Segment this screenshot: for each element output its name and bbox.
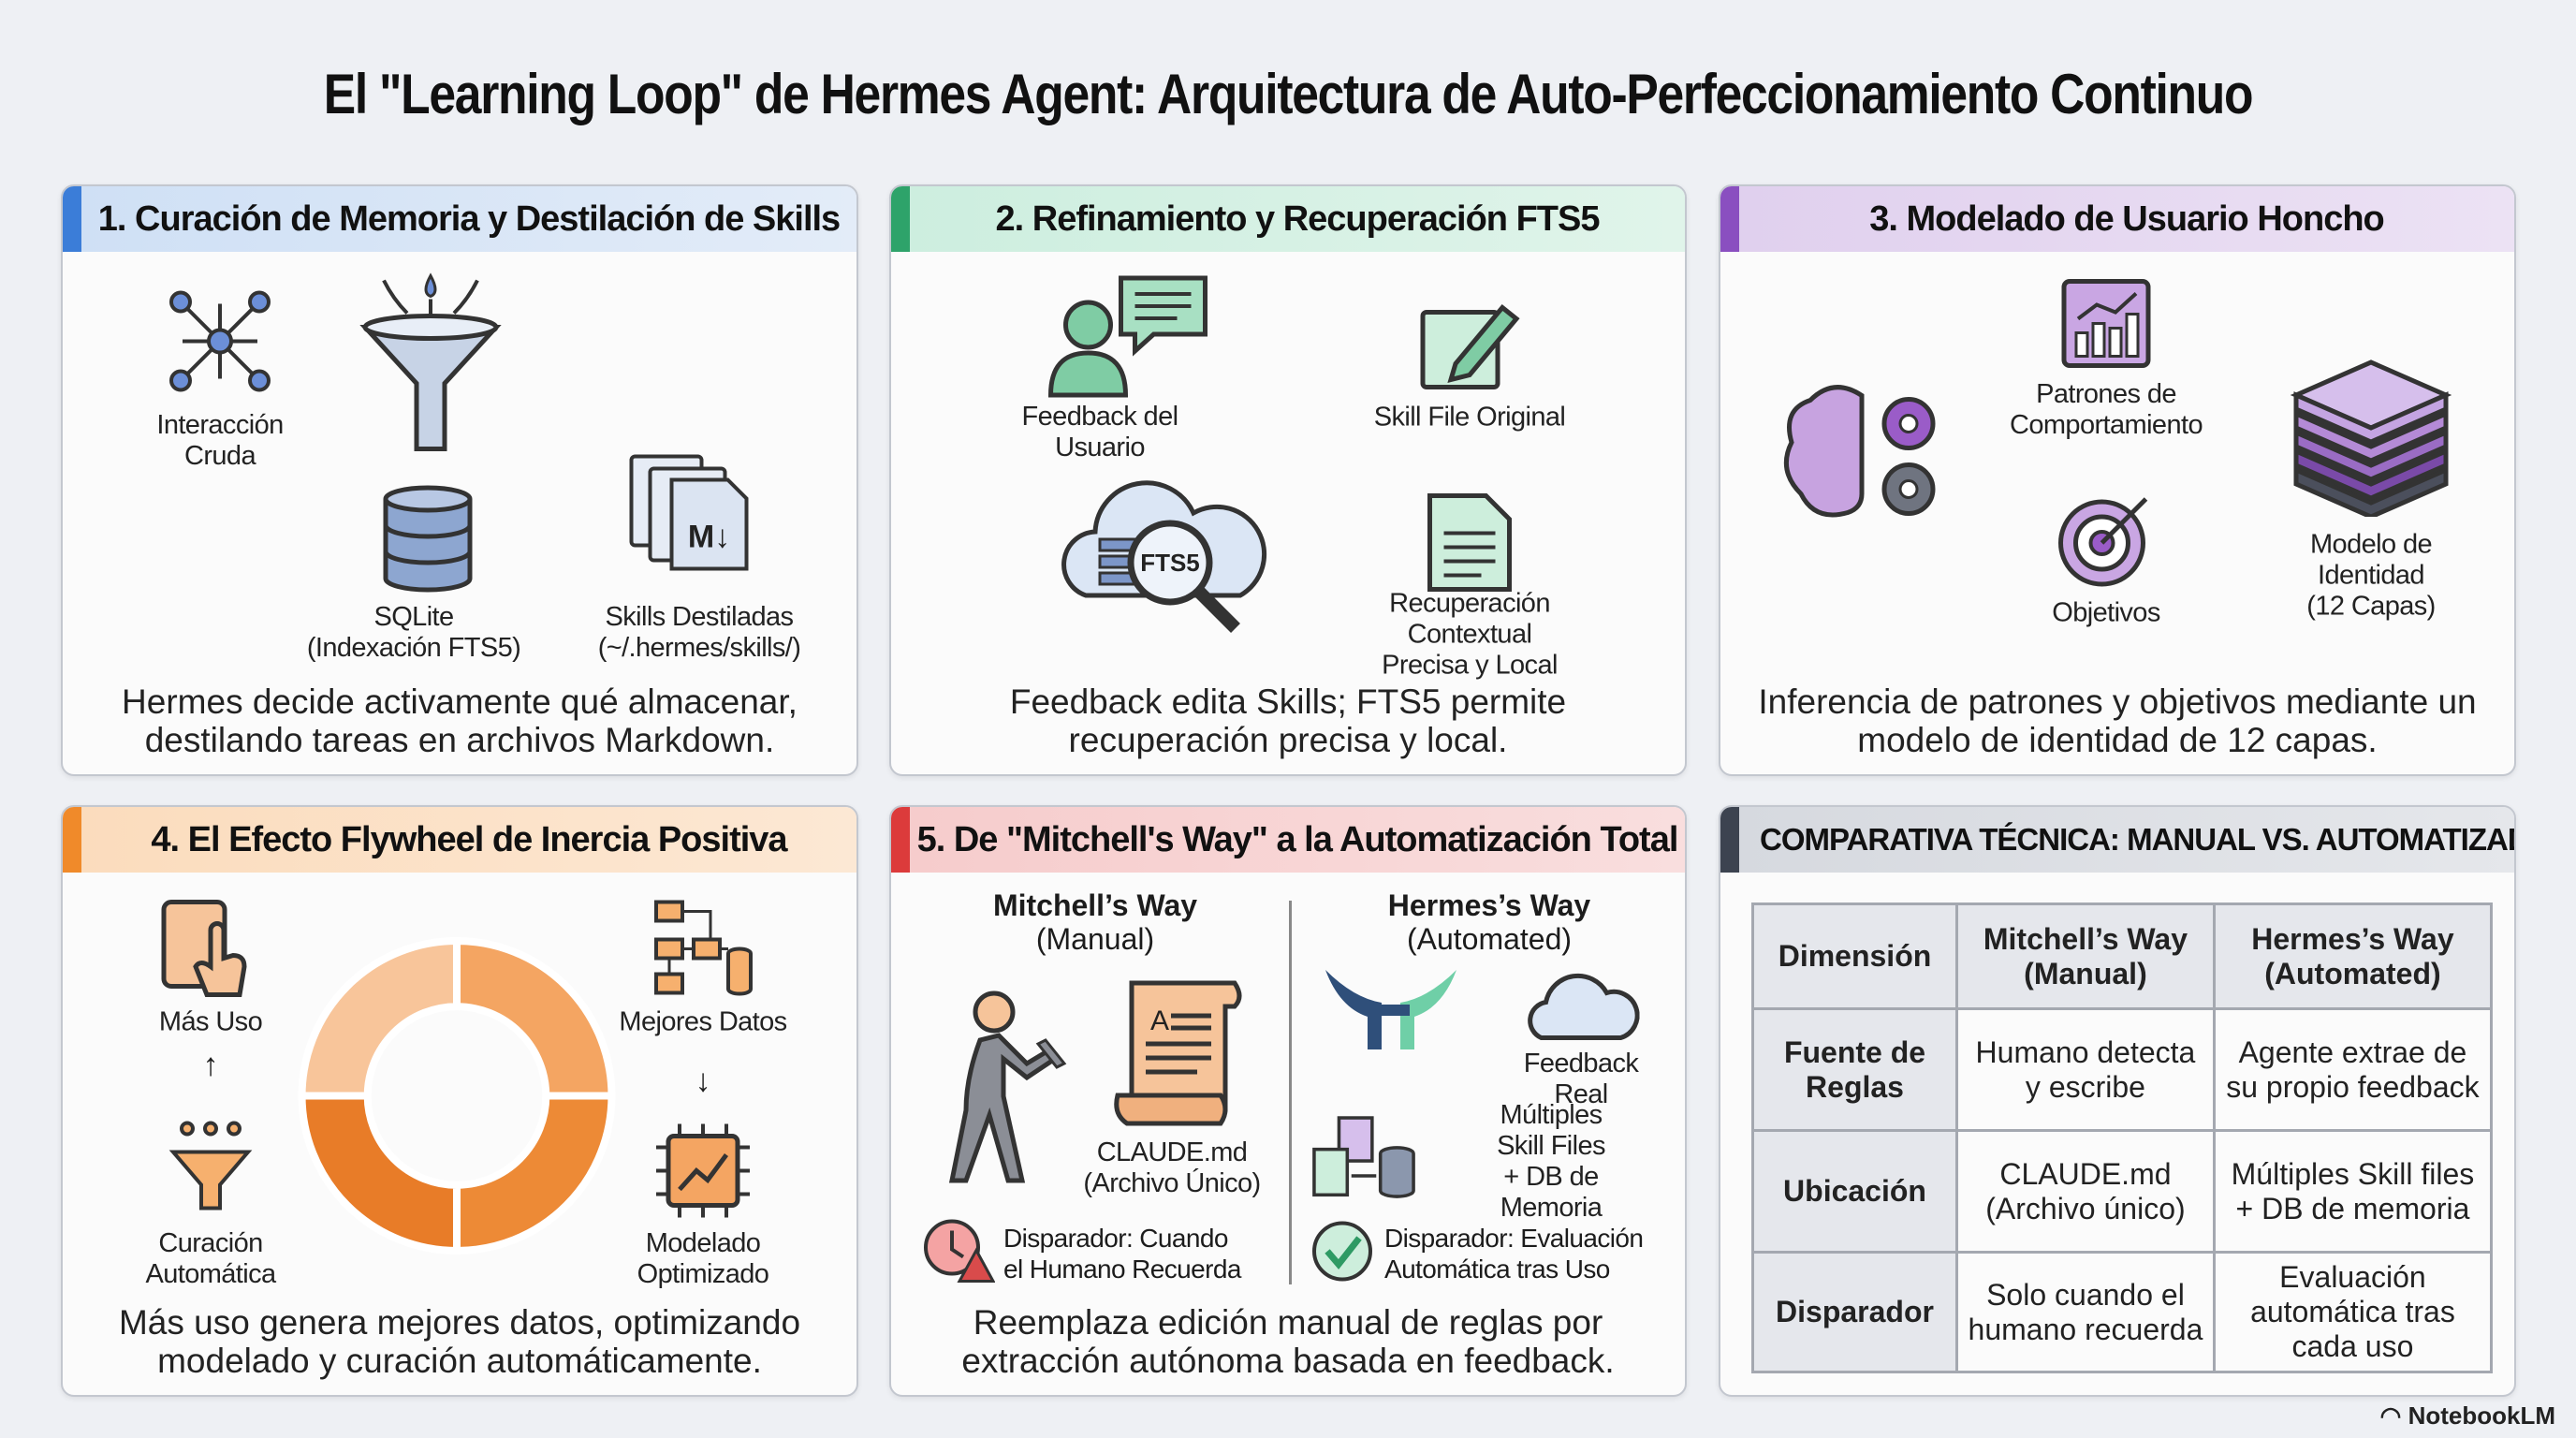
target-icon [2057,490,2156,593]
skill-files-db-icon [1310,1116,1418,1205]
panel-caption: Feedback edita Skills; FTS5 permite recu… [1009,682,1567,759]
label-patterns: Patrones de Comportamiento [2010,379,2203,440]
markdown-files-icon: M↓ [627,452,754,579]
label-feedback-real: Feedback Real [1523,1049,1639,1109]
svg-text:M↓: M↓ [688,520,730,555]
panel-flywheel: 4. El Efecto Flywheel de Inercia Positiv… [61,805,858,1397]
panel-title: COMPARATIVA TÉCNICA: MANUAL VS. AUTOMATI… [1720,807,2514,873]
bar-chart-icon [2059,277,2153,375]
table-row: Disparador Solo cuando el humano recuerd… [1751,1251,2494,1373]
comparison-table: Dimensión Mitchell’s Way (Manual) Hermes… [1751,902,2494,1373]
arrow-down-icon: ↓ [695,1063,711,1099]
notebooklm-logo-icon: ◠ [2379,1401,2408,1430]
notebooklm-brand: ◠ NotebookLM [2379,1401,2555,1430]
hermes-heading: Hermes’s Way(Automated) [1387,888,1591,956]
flywheel-cycle-icon [296,934,619,1262]
label-modeling: Modelado Optimizado [637,1228,769,1289]
table-cell: CLAUDE.md (Archivo único) [1955,1129,2216,1254]
table-header-row: Dimensión Mitchell’s Way (Manual) Hermes… [1751,902,2494,1010]
label-raw-interaction: Interacción Cruda [156,410,284,471]
header-cell: Dimensión [1751,902,1958,1010]
curation-funnel-icon [168,1120,253,1218]
panel-caption: Hermes decide activamente qué almacenar,… [122,682,798,759]
panel-title: 4. El Efecto Flywheel de Inercia Positiv… [63,807,856,873]
fts5-cloud-search-icon: FTS5 [1048,474,1273,642]
mitchell-heading: Mitchell’s Way(Manual) [992,888,1198,956]
panel-honcho: 3. Modelado de Usuario Honcho Patrones d… [1719,184,2516,776]
page-title: El "Learning Loop" de Hermes Agent: Arqu… [323,63,2254,125]
label-retrieval: Recuperación Contextual Precisa y Local [1382,588,1558,681]
table-cell: Evaluación automática tras cada uso [2212,1251,2494,1373]
panel-caption: Inferencia de patrones y objetivos media… [1758,682,2477,759]
table-row: Ubicación CLAUDE.md (Archivo único) Múlt… [1751,1129,2494,1254]
table-row: Fuente de Reglas Humano detecta y escrib… [1751,1007,2494,1132]
panel-mitchell-vs-hermes: 5. De "Mitchell's Way" a la Automatizaci… [889,805,1687,1397]
table-cell: Humano detecta y escribe [1955,1007,2216,1132]
funnel-icon [356,271,505,463]
tablet-touch-icon [159,898,262,1005]
optimized-chip-icon [651,1120,754,1227]
header-cell: Mitchell’s Way (Manual) [1955,902,2216,1010]
table-cell: Múltiples Skill files + DB de memoria [2212,1129,2494,1254]
brain-gears-icon [1782,377,1951,541]
database-icon [381,485,475,597]
svg-text:A: A [1150,1005,1169,1036]
panel-comparison-table: COMPARATIVA TÉCNICA: MANUAL VS. AUTOMATI… [1719,805,2516,1397]
panel-caption: Más uso genera mejores datos, optimizand… [118,1303,801,1380]
panel-memory-curation: 1. Curación de Memoria y Destilación de … [61,184,858,776]
cloud-icon [1523,968,1640,1048]
label-skill-file: Skill File Original [1373,402,1566,433]
divider [1289,901,1292,1284]
label-multiple-files: Múltiples Skill Files + DB de Memoria [1497,1100,1605,1223]
automatic-trigger-text: Disparador: Evaluación Automática tras U… [1384,1224,1644,1284]
manual-trigger-text: Disparador: Cuando el Humano Recuerda [1003,1224,1241,1284]
person-writing-icon [943,989,1074,1195]
edit-file-icon [1418,299,1521,397]
table-cell: Solo cuando el humano recuerda [1955,1251,2216,1373]
label-skills: Skills Destiladas (~/.hermes/skills/) [597,602,801,663]
panel-caption: Reemplaza edición manual de reglas por e… [961,1303,1615,1380]
label-sqlite: SQLite (Indexación FTS5) [306,602,521,663]
panel-title: 1. Curación de Memoria y Destilación de … [63,186,856,252]
label-more-use: Más Uso [158,1006,263,1037]
row-key: Disparador [1751,1251,1958,1373]
panel-title: 2. Refinamiento y Recuperación FTS5 [891,186,1685,252]
document-icon [1426,492,1515,599]
identity-layers-icon [2287,353,2455,521]
row-key: Ubicación [1751,1129,1958,1254]
row-key: Fuente de Reglas [1751,1007,1958,1132]
panel-title: 5. De "Mitchell's Way" a la Automatizaci… [891,807,1685,873]
network-icon [164,286,276,403]
user-feedback-icon [1046,273,1210,404]
header-cell: Hermes’s Way (Automated) [2212,902,2494,1010]
check-cycle-icon [1309,1218,1376,1290]
table-cell: Agente extrae de su propio feedback [2212,1007,2494,1132]
clock-warning-icon [922,1218,996,1290]
panel-title: 3. Modelado de Usuario Honcho [1720,186,2514,252]
label-identity-model: Modelo de Identidad (12 Capas) [2306,529,2436,622]
arrow-up-icon: ↑ [202,1047,219,1083]
label-better-data: Mejores Datos [619,1006,787,1037]
hermes-logo-icon [1321,965,1461,1059]
label-curation: Curación Automática [145,1228,276,1289]
data-flow-icon [651,898,754,1005]
label-goals: Objetivos [2052,597,2160,628]
panel-fts5: 2. Refinamiento y Recuperación FTS5 Feed… [889,184,1687,776]
fts5-label: FTS5 [1140,549,1200,577]
label-user-feedback: Feedback del Usuario [1021,402,1179,462]
label-claude-md: CLAUDE.md (Archivo Único) [1083,1137,1261,1198]
scroll-document-icon: A [1113,974,1244,1133]
